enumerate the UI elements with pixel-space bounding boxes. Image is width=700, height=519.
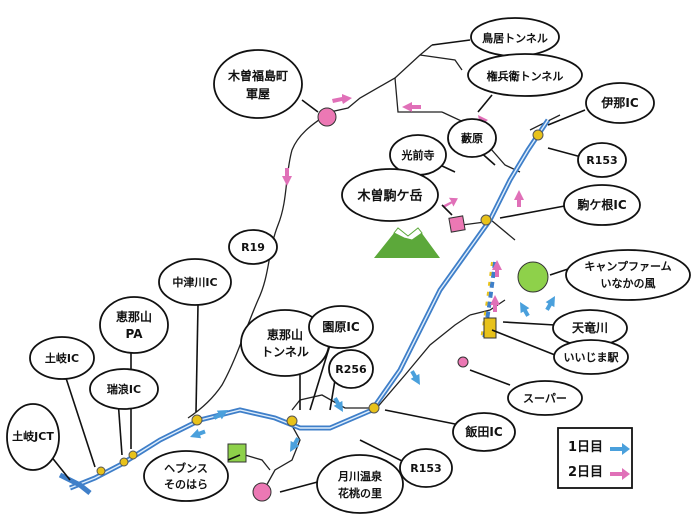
bubble-komagane-ic — [563, 184, 641, 226]
label-gonbee-tunnel: 権兵衛トンネル — [487, 69, 564, 83]
nakatsugawa-ic-dot — [191, 414, 203, 426]
label-torii-tunnel: 鳥居トンネル — [482, 31, 548, 45]
label-kiso-fukushima-2: 軍屋 — [246, 87, 270, 101]
bubble-nakatsugawa-ic — [158, 258, 232, 306]
bubble-texts: 鳥居トンネル 権兵衛トンネル 伊那IC 木曽福島町 軍屋 藪原 光前寺 R153… — [12, 31, 672, 500]
bubble-sonohara-ic — [308, 305, 374, 349]
iijima-station-marker — [483, 317, 497, 339]
bubble-iida-ic — [452, 412, 516, 452]
bubble-mizunami-ic — [89, 368, 159, 410]
bubble-r153-south — [399, 448, 453, 488]
bubble-r256 — [328, 349, 374, 389]
komagane-ic-dot — [480, 214, 492, 226]
label-kurasawa: 藪原 — [461, 131, 483, 145]
label-toki-jct-1: 土岐JCT — [12, 429, 54, 443]
label-r19: R19 — [241, 241, 265, 254]
label-heavens-2: そのはら — [164, 478, 208, 491]
label-r153-south: R153 — [410, 462, 441, 475]
legend-day2-label: 2日目 — [568, 465, 603, 480]
label-koenji: 光前寺 — [401, 148, 435, 162]
bubble-kiso-fukushima — [213, 49, 303, 119]
ina-ic-dot — [532, 129, 544, 141]
label-hirugami-1: 月川温泉 — [337, 469, 383, 483]
iida-ic-dot — [368, 402, 380, 414]
label-iida-ic: 飯田IC — [464, 424, 502, 439]
camp-farm-marker — [517, 261, 549, 293]
label-ena-pa-2: PA — [126, 327, 144, 341]
interchange-dots — [96, 129, 544, 476]
bubble-camp-farm — [565, 249, 691, 301]
hirugami-marker — [252, 482, 272, 502]
label-komagane-ic: 駒ケ根IC — [577, 197, 626, 212]
mizunami-ic-dot — [119, 457, 129, 467]
legend-day2-arrow — [610, 468, 630, 480]
bubble-kurasawa — [447, 118, 497, 158]
sonohara-ic-dot — [286, 415, 298, 427]
legend-day1-label: 1日目 — [568, 440, 603, 455]
label-kiso-komagatake: 木曽駒ケ岳 — [356, 188, 422, 204]
ena-pa-dot — [128, 450, 138, 460]
bubble-r19 — [228, 229, 278, 265]
bubble-gonbee-tunnel — [467, 53, 583, 97]
label-heavens-1: ヘブンス — [164, 461, 208, 475]
bubble-ina-ic — [585, 82, 655, 124]
label-camp-farm-1: キャンプファーム — [584, 259, 671, 273]
mountain-icon — [374, 227, 440, 258]
label-ena-tunnel-1: 恵那山 — [267, 327, 303, 342]
label-ena-tunnel-2: トンネル — [261, 345, 309, 359]
bubble-toki-ic — [29, 336, 95, 380]
label-mizunami-ic: 瑞浪IC — [107, 382, 141, 396]
legend-day1-arrow — [610, 443, 630, 455]
label-sonohara-ic: 園原IC — [322, 320, 359, 334]
bubble-toki-jct — [6, 403, 60, 471]
poi-markers — [227, 107, 549, 502]
bubble-super — [507, 380, 583, 416]
label-iijima-station: いいじま駅 — [564, 351, 619, 364]
bubble-iijima-station — [553, 339, 629, 375]
label-r256: R256 — [335, 363, 367, 376]
bubble-r153-north — [577, 142, 627, 178]
label-r153-north: R153 — [586, 154, 617, 167]
label-ena-pa-1: 恵那山 — [116, 309, 152, 324]
label-nakatsugawa-ic: 中津川IC — [172, 275, 217, 289]
label-hirugami-2: 花桃の里 — [338, 486, 382, 500]
kiso-fukushima-marker — [317, 107, 337, 127]
label-camp-farm-2: いなかの風 — [601, 277, 656, 290]
label-super: スーパー — [523, 392, 567, 405]
label-bubbles — [6, 17, 691, 514]
label-tenryu: 天竜川 — [572, 320, 608, 335]
super-marker — [457, 356, 469, 368]
bubble-ena-pa — [99, 296, 169, 354]
label-toki-ic: 土岐IC — [45, 351, 79, 365]
bubble-hirugami — [316, 454, 404, 514]
legend-box — [557, 427, 633, 489]
bubble-kiso-komagatake — [341, 168, 439, 222]
legend: 1日目 2日目 — [557, 427, 633, 489]
label-kiso-fukushima: 木曽福島町 — [227, 68, 288, 83]
bubble-heavens — [143, 450, 229, 502]
label-ina-ic: 伊那IC — [600, 95, 638, 110]
toki-ic-dot — [96, 466, 106, 476]
koenji-marker — [448, 215, 466, 233]
